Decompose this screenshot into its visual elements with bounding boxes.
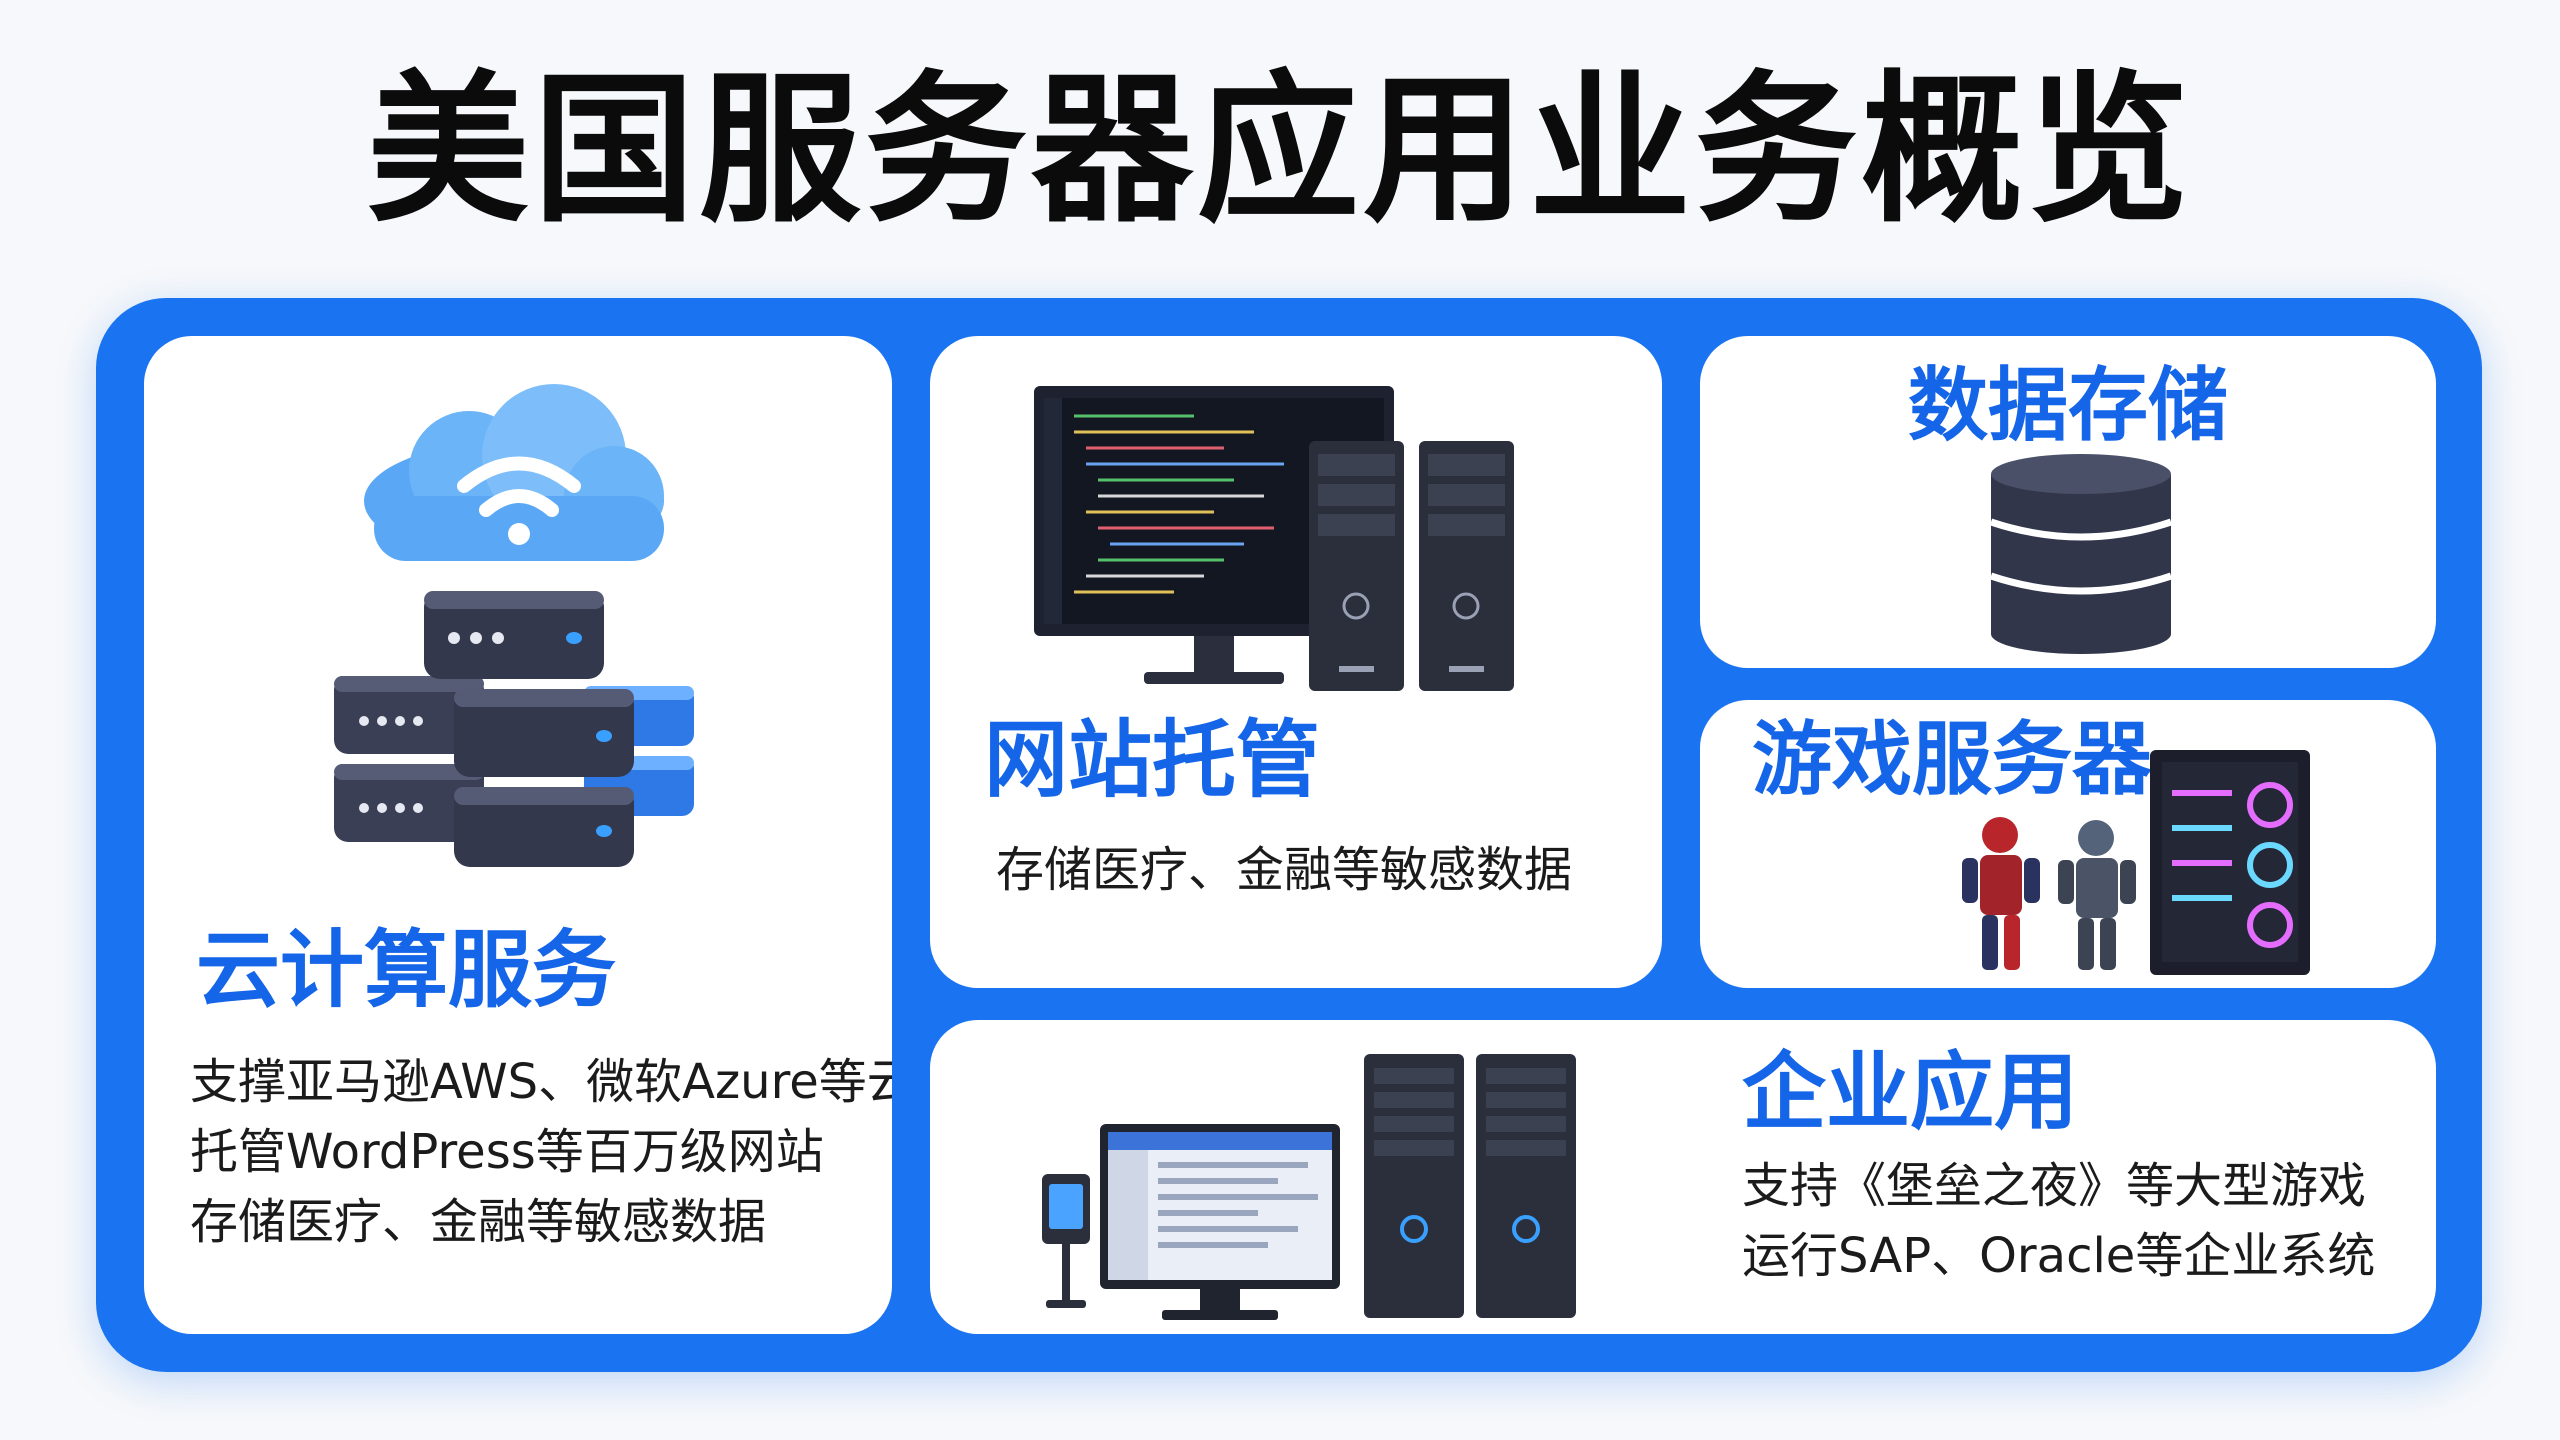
card-hosting-line-1: 存储医疗、金融等敏感数据 [996,842,1573,898]
card-game-servers[interactable]: 游戏服务器 [1700,700,2436,988]
card-enterprise-description: 支持《堡垒之夜》等大型游戏 运行SAP、Oracle等企业系统 [1742,1162,2375,1280]
card-enterprise-line-2: 运行SAP、Oracle等企业系统 [1742,1228,2376,1284]
card-cloud-title: 云计算服务 [196,921,617,1019]
enterprise-workstation-icon [1042,1054,1576,1320]
game-character-icon [1962,817,2136,970]
cloud-server-icon [334,384,694,867]
card-hosting-description: 存储医疗、金融等敏感数据 [996,846,1572,894]
card-data-storage[interactable]: 数据存储 [1700,336,2436,668]
server-stack-left-icon [334,676,484,842]
monitor-tower-icon [1034,386,1514,691]
tower-server-icon [1309,441,1514,691]
gaming-pc-icon [1962,750,2310,975]
server-stack-main-icon [424,591,634,867]
card-game-title: 游戏服务器 [1752,713,2152,806]
card-website-hosting[interactable]: 网站托管 存储医疗、金融等敏感数据 [930,336,1662,988]
card-enterprise-apps[interactable]: 企业应用 支持《堡垒之夜》等大型游戏 运行SAP、Oracle等企业系统 [930,1020,2436,1334]
tower-server-icon [1364,1054,1576,1318]
card-storage-title: 数据存储 [1908,359,2228,452]
pc-case-icon [2150,750,2310,975]
card-hosting-title: 网站托管 [984,711,1321,809]
card-cloud-line-3: 存储医疗、金融等敏感数据 [190,1194,767,1250]
monitor-icon [1100,1124,1340,1320]
overview-frame: 云计算服务 支撑亚马逊AWS、微软Azure等云服务 托管WordPress等百… [96,298,2482,1372]
database-icon [1989,454,2173,654]
wifi-icon [457,456,581,545]
page-title: 美国服务器应用业务概览 [367,57,2193,245]
card-cloud-computing[interactable]: 云计算服务 支撑亚马逊AWS、微软Azure等云服务 托管WordPress等百… [144,336,892,1334]
card-cloud-line-1: 支撑亚马逊AWS、微软Azure等云服务 [190,1054,892,1110]
card-enterprise-title: 企业应用 [1742,1043,2079,1141]
card-enterprise-line-1: 支持《堡垒之夜》等大型游戏 [1742,1158,2367,1214]
kiosk-icon [1042,1174,1090,1308]
card-cloud-description: 支撑亚马逊AWS、微软Azure等云服务 托管WordPress等百万级网站 存… [190,1058,892,1246]
card-cloud-line-2: 托管WordPress等百万级网站 [190,1124,824,1180]
